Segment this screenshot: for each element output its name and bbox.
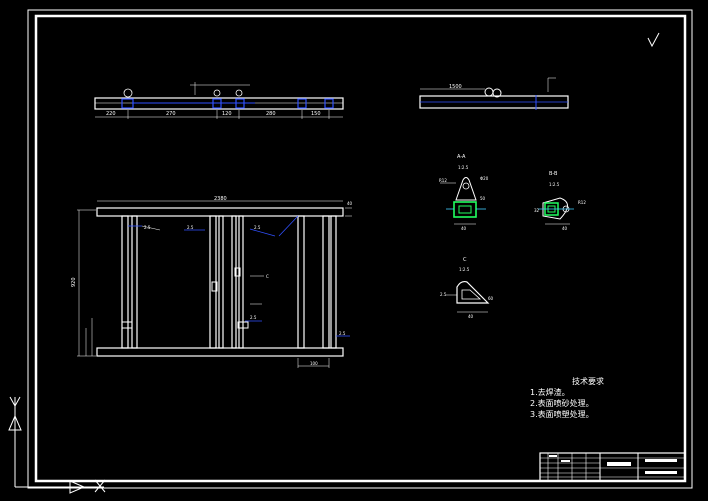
top-dim-2: 270 — [166, 111, 176, 117]
technical-requirements: 技术要求 1.去焊渣。 2.表面喷砂处理。 3.表面喷塑处理。 — [530, 376, 604, 420]
weld-callout-3: 2.5 — [254, 225, 261, 230]
section-c-dim-3: 40 — [468, 314, 474, 319]
weld-callout-1: 2.5 — [144, 225, 151, 230]
section-a-dim-phi: Φ20 — [480, 176, 489, 181]
section-a-dim-h: 50 — [480, 196, 486, 201]
top-dim-3: 120 — [222, 111, 232, 117]
section-a-dim-r: R12 — [439, 178, 447, 183]
section-b-dim-2: R12 — [578, 200, 586, 205]
front-view[interactable]: 2380 920 40 100 2.5 2.5 2.5 2.5 2.5 C — [71, 196, 353, 368]
side-dim: 1500 — [449, 84, 462, 90]
section-b-dim-1: 32 — [534, 208, 540, 213]
top-dim-4: 280 — [266, 111, 276, 117]
technical-requirement-3: 3.表面喷塑处理。 — [530, 410, 594, 419]
section-a-a[interactable]: A-A 1:2.5 R12 Φ20 50 40 — [439, 154, 489, 231]
technical-requirement-2: 2.表面喷砂处理。 — [530, 399, 594, 408]
roughness-symbol — [647, 32, 660, 48]
section-b-label: B-B — [549, 171, 558, 177]
front-bottom-dim: 100 — [310, 361, 318, 366]
section-a-dim-w: 40 — [461, 226, 467, 231]
section-c-dim-1: 2.5 — [440, 292, 447, 297]
front-section-c-label: C — [266, 274, 269, 279]
section-b-b[interactable]: B-B 1:2.5 32 R12 40 — [534, 171, 586, 231]
weld-callout-5: 2.5 — [339, 331, 346, 336]
section-c-label: C — [463, 257, 467, 263]
weld-callout-2: 2.5 — [187, 225, 194, 230]
technical-requirements-title: 技术要求 — [572, 377, 604, 386]
section-c-scale: 1:2.5 — [459, 267, 470, 272]
section-b-dim-3: 40 — [562, 226, 568, 231]
top-view[interactable]: 220 270 120 280 150 — [94, 82, 344, 119]
title-block[interactable] — [539, 452, 686, 482]
section-c[interactable]: C 1:2.5 2.5 60 40 — [440, 257, 494, 319]
sheet-outer-border — [27, 9, 693, 489]
top-dim-5: 150 — [311, 111, 321, 117]
section-c-dim-2: 60 — [488, 296, 494, 301]
sheet-inner-border — [34, 14, 687, 483]
side-view[interactable]: 1500 — [419, 77, 569, 110]
top-dim-1: 220 — [106, 111, 116, 117]
front-width-dim: 2380 — [214, 196, 227, 202]
weld-callout-4: 2.5 — [250, 315, 257, 320]
section-a-label: A-A — [457, 154, 466, 160]
front-height-dim: 920 — [71, 277, 77, 287]
front-right-dim: 40 — [347, 201, 353, 206]
technical-requirement-1: 1.去焊渣。 — [530, 388, 570, 397]
section-a-scale: 1:2.5 — [458, 165, 469, 170]
ucs-icon — [8, 396, 106, 494]
section-b-scale: 1:2.5 — [549, 182, 560, 187]
